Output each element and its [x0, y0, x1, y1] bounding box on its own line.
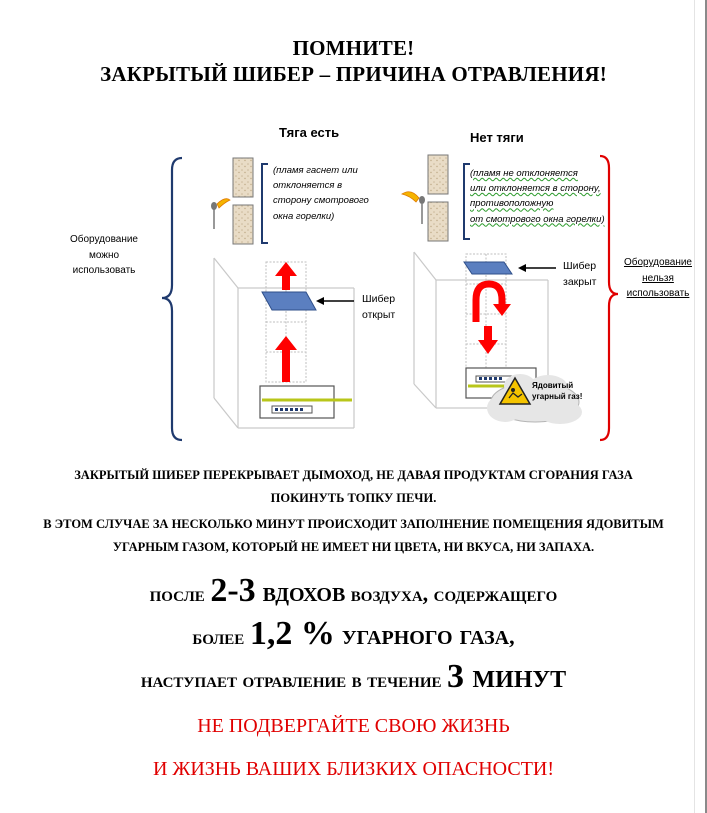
left-bracket-note: [261, 163, 268, 244]
big-text-part: более: [192, 624, 250, 649]
left-tile-bottom: [232, 204, 254, 245]
damper-label-line: закрыт: [563, 275, 597, 288]
gas-label-line: Ядовитый: [532, 381, 574, 390]
note-line: отклоняется в: [273, 180, 343, 192]
note-line: (пламя не отклоняется: [470, 168, 578, 179]
big-text-part: вдохов: [255, 577, 346, 608]
right-status-text: Оборудование нельзя использовать: [618, 255, 698, 302]
right-status-line: использовать: [626, 288, 690, 299]
damper-label-line: открыт: [362, 308, 396, 321]
big-text-part: после: [149, 581, 211, 606]
left-tile-top: [232, 157, 254, 198]
right-status-line: нельзя: [642, 272, 674, 284]
damper-plate-open: [261, 291, 317, 311]
damper-label-line: Шибер: [362, 293, 396, 305]
left-stove: [213, 157, 355, 429]
warning-line: УГАРНЫМ ГАЗОМ, КОТОРЫЙ НЕ ИМЕЕТ НИ ЦВЕТА…: [112, 540, 595, 554]
warning-triangle-icon: [498, 376, 532, 405]
left-match: [211, 198, 231, 229]
note-line: от смотрового окна горелки): [470, 213, 605, 225]
left-damper-label: Шибер открыт: [362, 292, 395, 324]
right-red-bracket: [599, 154, 619, 442]
gas-warning-label: Ядовитый угарный газ!: [532, 381, 582, 403]
note-line: противоположную: [470, 198, 554, 210]
left-status-text: Оборудование можно использовать: [60, 232, 148, 279]
big-number-percent: 1,2 %: [249, 615, 335, 652]
big-text-part: ,: [509, 624, 515, 649]
left-status-line: Оборудование: [69, 234, 138, 245]
warning-line: ЗАКРЫТЫЙ ШИБЕР ПЕРЕКРЫВАЕТ ДЫМОХОД, НЕ Д…: [74, 468, 633, 482]
flame-icon-right: [401, 191, 420, 203]
big-text-part: воздуха, содержащего: [345, 581, 558, 606]
flame-icon: [216, 198, 231, 209]
note-line: сторону смотрового: [273, 195, 369, 207]
right-bracket-note: [463, 163, 470, 240]
left-bracket: [161, 156, 183, 442]
big-text-part: минут: [464, 658, 567, 695]
big-number-breaths: 2-3: [210, 572, 256, 609]
left-status-line: можно: [88, 249, 120, 261]
right-match: [401, 191, 425, 224]
big-text-part: угарного газа: [334, 620, 510, 651]
right-tile-top: [427, 154, 449, 195]
right-status-line: Оборудование: [623, 257, 692, 268]
page-margin-line: [694, 0, 695, 813]
right-tile-bottom: [427, 201, 449, 242]
big-statement-line3: наступает отравление в течение 3 минут: [0, 660, 707, 694]
right-flame-note: (пламя не отклоняется или отклоняется в …: [470, 166, 615, 227]
right-stove: [413, 154, 582, 424]
arrow-up-bottom: [275, 336, 297, 382]
closing-line2: И ЖИЗНЬ ВАШИХ БЛИЗКИХ ОПАСНОСТИ!: [152, 758, 555, 780]
note-line: окна горелки): [273, 210, 335, 222]
left-panel-title: Тяга есть: [279, 125, 340, 140]
damper-label-line: Шибер: [563, 260, 597, 272]
arrow-up-top: [275, 262, 297, 290]
page-edge: [705, 0, 707, 813]
diagram-canvas: [161, 154, 619, 442]
header-title-line1: ПОМНИТЕ!: [292, 36, 415, 60]
left-status-line: использовать: [72, 265, 136, 276]
warning-line: В ЭТОМ СЛУЧАЕ ЗА НЕСКОЛЬКО МИНУТ ПРОИСХО…: [43, 517, 664, 531]
damper-plate-closed: [463, 261, 513, 275]
note-line: или отклоняется в сторону,: [470, 183, 601, 195]
gas-label-line: угарный газ!: [532, 391, 583, 401]
header-title-line2: ЗАКРЫТЫЙ ШИБЕР – ПРИЧИНА ОТРАВЛЕНИЯ!: [100, 62, 607, 86]
right-panel-title: Нет тяги: [470, 130, 524, 145]
arrow-down: [478, 326, 498, 354]
big-number-minutes: 3: [447, 658, 465, 695]
right-damper-label: Шибер закрыт: [563, 259, 596, 291]
note-line: (пламя гаснет или: [273, 165, 358, 176]
left-flame-note: (пламя гаснет или отклоняется в сторону …: [273, 163, 398, 224]
big-statement-line2: более 1,2 % угарного газа,: [0, 617, 707, 651]
warning-line: ПОКИНУТЬ ТОПКУ ПЕЧИ.: [270, 491, 437, 505]
big-statement-line1: после 2-3 вдохов воздуха, содержащего: [0, 574, 707, 608]
closing-line1: НЕ ПОДВЕРГАЙТЕ СВОЮ ЖИЗНЬ: [197, 715, 510, 737]
big-text-part: наступает отравление в течение: [140, 667, 448, 692]
arrow-u-turn: [472, 280, 506, 322]
